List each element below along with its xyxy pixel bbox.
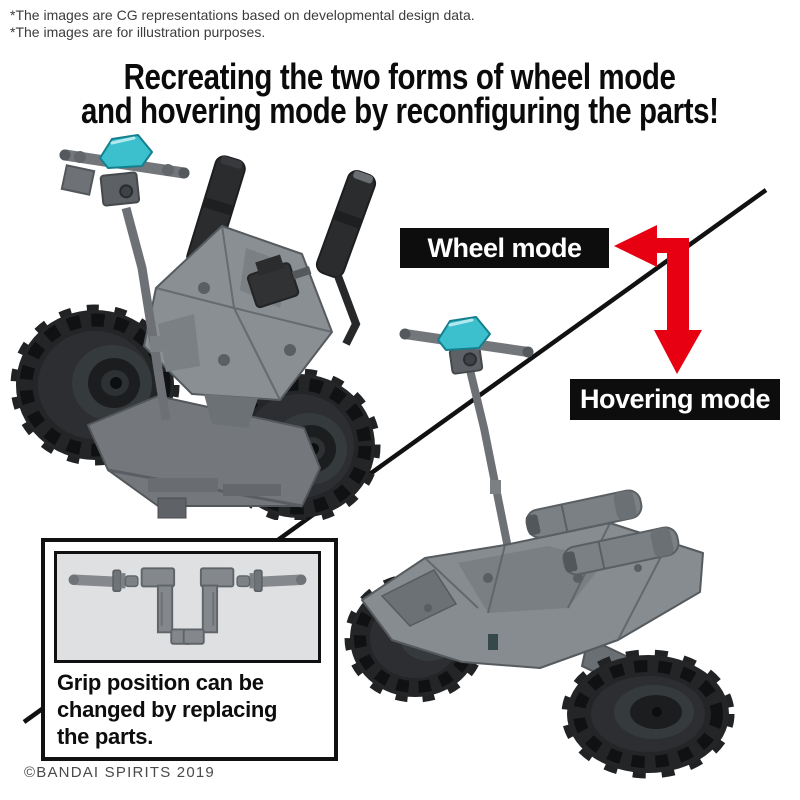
teal-canopy bbox=[437, 316, 491, 351]
page-title: Recreating the two forms of wheel mode a… bbox=[0, 56, 800, 131]
copyright-text: ©BANDAI SPIRITS 2019 bbox=[24, 764, 215, 781]
booster-cylinder-upper bbox=[525, 489, 643, 539]
grip-arm-right bbox=[334, 274, 361, 346]
grip-rod-right bbox=[315, 170, 377, 278]
steering-column bbox=[466, 369, 512, 549]
top-connector-block bbox=[246, 254, 312, 309]
wheel-mode-label: Wheel mode bbox=[400, 228, 609, 268]
teal-canopy bbox=[99, 134, 153, 169]
grip-note-line-1: Grip position can be bbox=[57, 670, 264, 695]
steering-joint bbox=[448, 345, 484, 375]
disclaimer-line-1: *The images are CG representations based… bbox=[10, 7, 475, 23]
grip-parts-image bbox=[68, 554, 318, 660]
grip-note-callout: Grip position can be changed by replacin… bbox=[41, 538, 338, 761]
grip-note-line-3: the parts. bbox=[57, 724, 154, 749]
hovering-mode-model-render bbox=[344, 316, 735, 779]
steering-joint bbox=[99, 171, 141, 207]
grip-parts-panel bbox=[54, 551, 321, 663]
disclaimer-line-2: *The images are for illustration purpose… bbox=[10, 24, 266, 40]
title-line-1: Recreating the two forms of wheel mode bbox=[124, 56, 676, 97]
base-platform bbox=[87, 395, 321, 519]
column-collar bbox=[150, 336, 162, 352]
booster-cylinder-lower bbox=[562, 526, 680, 576]
hovering-mode-label: Hovering mode bbox=[570, 379, 780, 420]
title-line-2: and hovering mode by reconfiguring the p… bbox=[81, 90, 719, 131]
column-collar bbox=[490, 480, 501, 494]
grip-note-text: Grip position can be changed by replacin… bbox=[57, 669, 277, 750]
grip-part-unit bbox=[68, 567, 193, 645]
front-bracket bbox=[60, 164, 96, 196]
grip-note-line-2: changed by replacing bbox=[57, 697, 278, 722]
wheel-mode-model-render bbox=[10, 134, 381, 520]
disclaimer-note: *The images are CG representations based… bbox=[10, 7, 475, 41]
rear-pod-wheel bbox=[561, 649, 735, 779]
steering-column bbox=[121, 206, 171, 421]
